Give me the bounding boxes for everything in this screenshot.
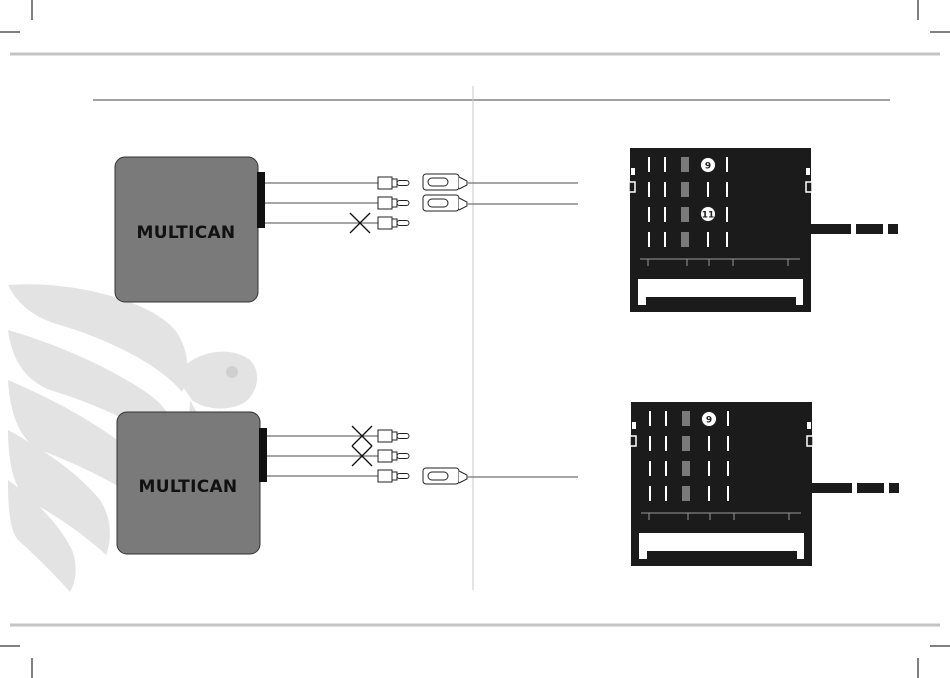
module-wires	[265, 183, 378, 223]
multican-module-label: MULTICAN	[137, 223, 236, 243]
female-socket-2	[423, 195, 467, 211]
male-pin-1	[378, 430, 409, 442]
connector-pinout-bottom: 9	[630, 402, 899, 566]
connector-pinout-top: 9 11	[629, 148, 898, 312]
male-pin-3	[378, 470, 409, 482]
multican-module-label: MULTICAN	[139, 477, 238, 497]
connector-cable	[811, 224, 898, 234]
pin-label: 11	[702, 211, 715, 221]
male-pin-3	[378, 217, 409, 229]
male-pin-2	[378, 450, 409, 462]
female-socket-1	[423, 174, 467, 190]
female-socket-1	[423, 468, 467, 484]
bottom-wiring: MULTICAN	[117, 412, 578, 554]
top-wiring: MULTICAN	[115, 157, 578, 302]
male-pin-1	[378, 177, 409, 189]
connector-cable	[812, 483, 899, 493]
harness-wires	[467, 183, 578, 204]
male-pin-2	[378, 197, 409, 209]
pin-label: 9	[706, 416, 712, 426]
pin-label: 9	[705, 162, 711, 172]
module-connector-block	[257, 172, 265, 228]
module-connector-block	[259, 428, 267, 482]
